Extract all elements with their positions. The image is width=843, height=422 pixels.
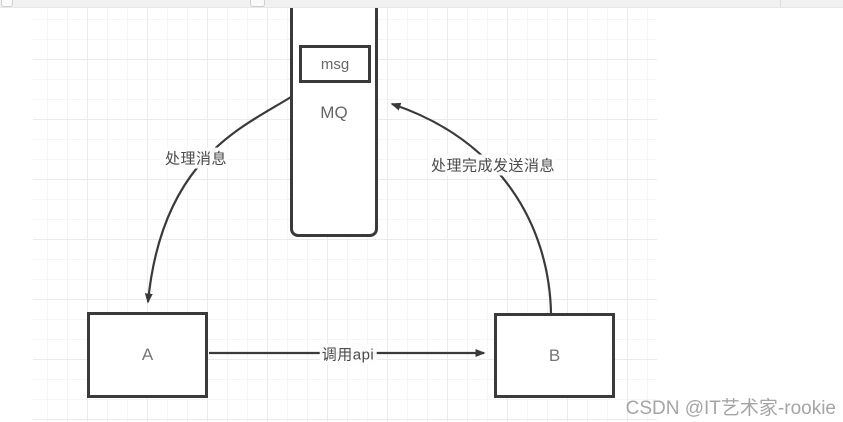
node-b[interactable]: B [494,313,615,398]
node-mq[interactable] [290,0,378,237]
node-msg[interactable]: msg [299,45,371,83]
toolbar-remnant-icon [1,0,13,7]
node-msg-label: msg [320,55,350,73]
toolbar-remnant-icon [250,0,265,7]
edge-label-done-send-message[interactable]: 处理完成发送消息 [428,154,558,176]
toolbar-remnant-strip [0,0,843,8]
node-a[interactable]: A [87,312,208,398]
edge-mq-to-a [144,96,292,304]
csdn-watermark: CSDN @IT艺术家-rookie [625,398,836,419]
edge-b-to-mq [390,102,553,314]
toolbar-remnant-divider [780,0,781,7]
node-mq-label: MQ [320,103,348,122]
node-b-label: B [548,345,561,365]
edge-label-call-api[interactable]: 调用api [319,343,377,365]
edge-label-process-message[interactable]: 处理消息 [162,147,230,169]
node-a-label: A [141,345,154,364]
